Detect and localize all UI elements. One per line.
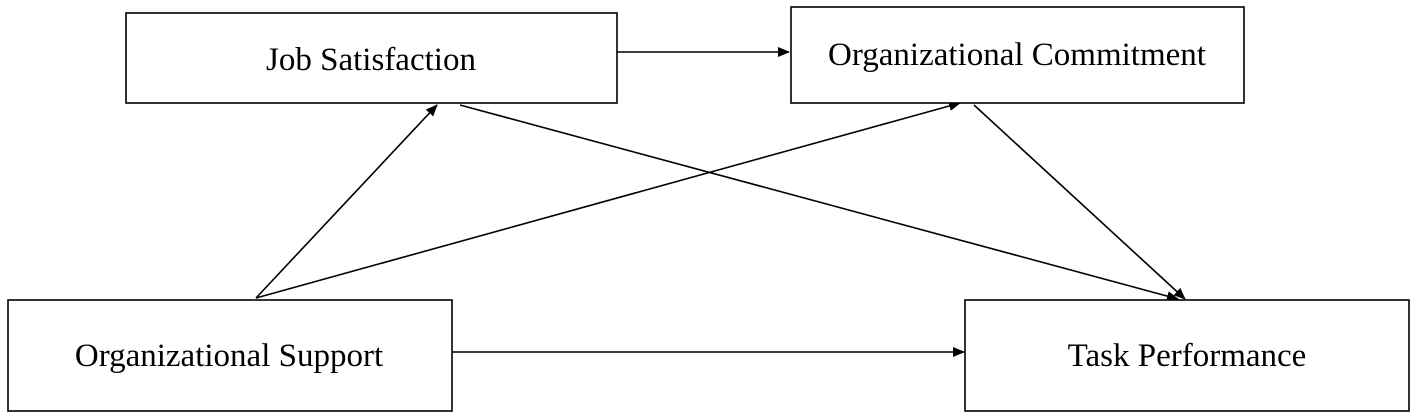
node-organizational-commitment: Organizational Commitment (790, 6, 1245, 104)
node-label: Organizational Commitment (828, 37, 1206, 73)
node-label: Job Satisfaction (266, 42, 476, 78)
node-label: Organizational Support (75, 338, 383, 374)
node-box (790, 6, 1245, 104)
node-box (7, 299, 453, 412)
edge-organizational-support-to-organizational-commitment (255, 101, 961, 299)
node-box (964, 299, 1410, 412)
node-box (125, 12, 618, 104)
edges (255, 47, 1186, 357)
edge-organizational-support-to-job-satisfaction (255, 104, 438, 299)
node-task-performance: Task Performance (964, 299, 1410, 412)
node-job-satisfaction: Job Satisfaction (125, 12, 618, 104)
edge-job-satisfaction-to-task-performance (459, 104, 1179, 301)
edge-organizational-commitment-to-task-performance (973, 104, 1186, 300)
node-label: Task Performance (1068, 338, 1307, 374)
node-organizational-support: Organizational Support (7, 299, 453, 412)
